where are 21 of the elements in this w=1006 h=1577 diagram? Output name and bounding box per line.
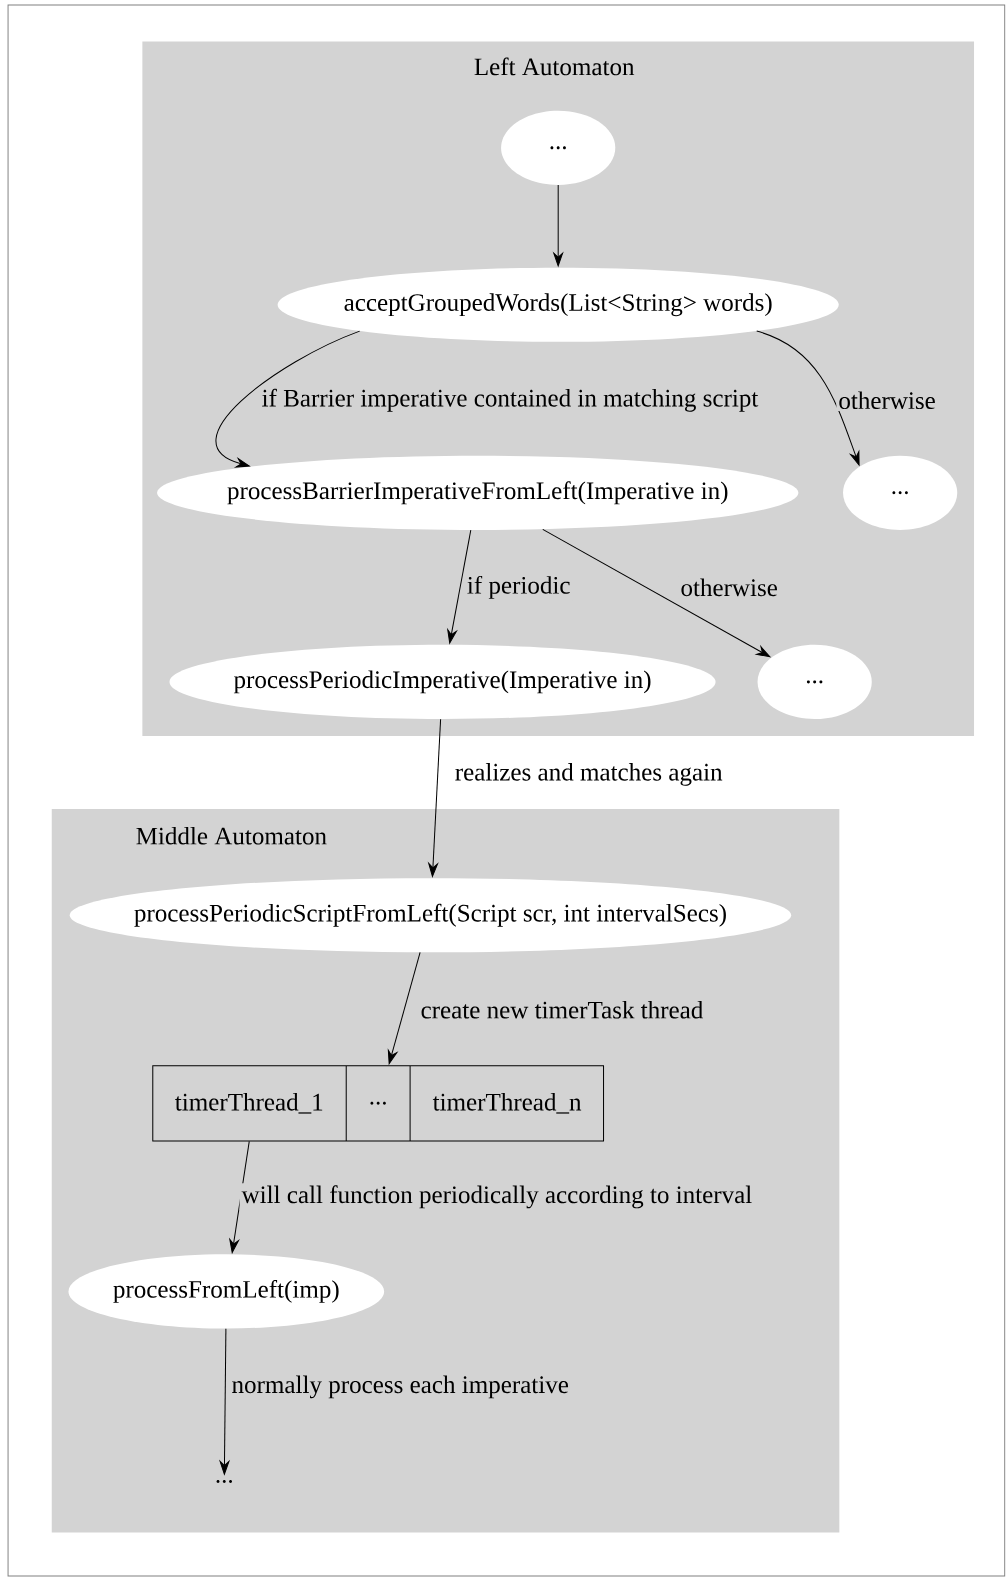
arrow xyxy=(215,330,361,468)
edge-label: normally process each imperative xyxy=(229,1373,571,1401)
edge-label: otherwise xyxy=(678,576,780,599)
ellipse-node: processPeriodicImperative(Imperative in) xyxy=(169,644,716,719)
ellipse-node: processBarrierImperativeFromLeft(Imperative in) xyxy=(157,455,799,530)
edge-label: will call function periodically according to interval xyxy=(239,1183,755,1211)
ellipse-node: ... xyxy=(501,110,616,185)
edge-label: if Barrier imperative contained in matching script xyxy=(259,386,761,414)
ellipse-node: processFromLeft(imp) xyxy=(68,1254,385,1329)
edge-label: realizes and matches again xyxy=(452,761,725,788)
ellipse-node: ... xyxy=(757,644,872,719)
ellipse-node: ... xyxy=(843,455,958,530)
ellipse-node: acceptGroupedWords(List<String> words) xyxy=(277,267,839,342)
edge-label: otherwise xyxy=(836,389,938,412)
edge-label: create new timerTask thread xyxy=(418,998,706,1021)
cluster-title: Left Automaton xyxy=(474,57,635,76)
node-text: ... xyxy=(216,1480,233,1483)
cluster-title: Middle Automaton xyxy=(136,826,327,845)
edge-label: if periodic xyxy=(465,573,573,601)
record-box: timerThread_1 ... timerThread_n xyxy=(152,1065,605,1142)
ellipse-node: processPeriodicScriptFromLeft(Script scr, int intervalSecs) xyxy=(69,878,792,953)
